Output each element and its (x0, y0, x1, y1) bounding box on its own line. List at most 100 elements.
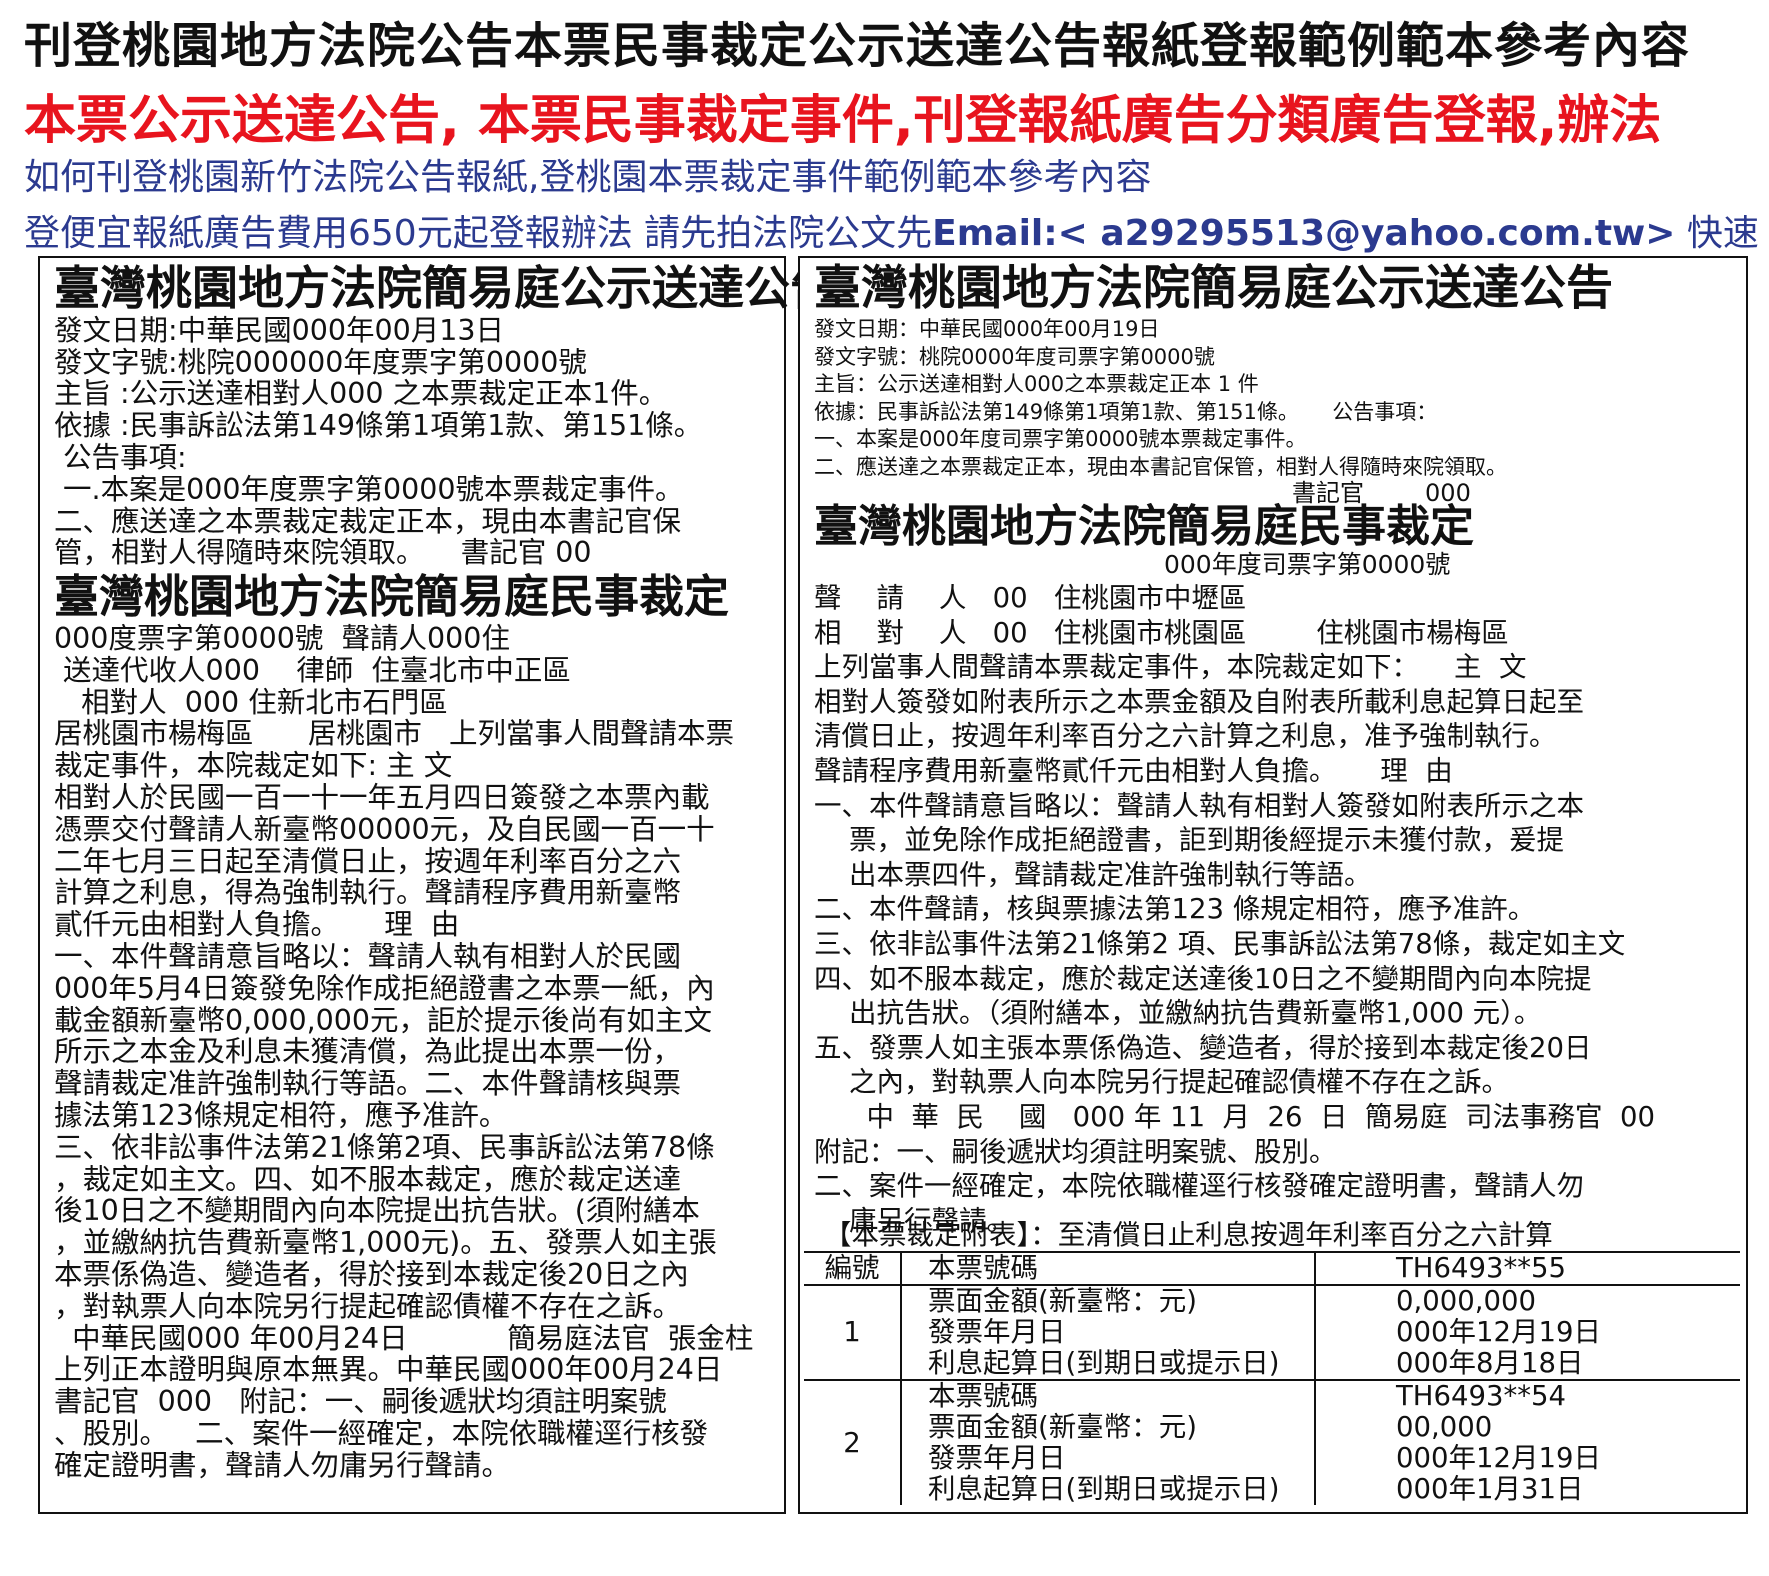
notice-text-line: 主旨 :公示送達相對人000 之本票裁定正本1件。 (54, 377, 668, 411)
ruling-text-line: 中 華 民 國 000 年 11 月 26 日 簡易庭 司法事務官 00 (814, 1100, 1655, 1133)
row-label: 票面金額(新臺幣：元) (901, 1412, 1316, 1443)
col-value-header: TH6493**55 (1315, 1252, 1740, 1286)
notice-text-line: 管，相對人得隨時來院領取。 書記官 00 (54, 536, 592, 570)
row-label: 票面金額(新臺幣：元) (901, 1285, 1316, 1317)
ruling-text-line: 出本票四件，聲請裁定准許強制執行等語。 (814, 858, 1372, 891)
row-value: 000年8月18日 (1315, 1348, 1740, 1381)
ruling-text-line: 三、依非訟事件法第21條第2項、民事訴訟法第78條 (54, 1130, 715, 1164)
ruling-text-line: 三、依非訟事件法第21條第2 項、民事訴訟法第78條，裁定如主文 (814, 927, 1626, 960)
notice-text-line: 發文日期:中華民國000年00月13日 (54, 313, 505, 347)
row-number: 2 (804, 1380, 902, 1505)
ruling-text-line: 二、案件一經確定，本院依職權逕行核發確定證明書，聲請人勿 (814, 1170, 1584, 1203)
ruling-text-line: 出抗告狀。（須附繕本，並繳納抗告費新臺幣1,000 元）。 (814, 997, 1542, 1030)
ruling-text-line: 載金額新臺幣0,000,000元，詎於提示後尚有如主文 (54, 1003, 713, 1037)
notice-text-line: 二、應送達之本票裁定裁定正本，現由本書記官保 (54, 504, 682, 538)
table-row: 利息起算日(到期日或提示日) 000年1月31日 (804, 1474, 1740, 1505)
ruling-text-line: 本票係偽造、變造者，得於接到本裁定後20日之內 (54, 1257, 689, 1291)
row-value: 000年12月19日 (1396, 1442, 1601, 1474)
ruling-text-line: 附記：一、嗣後遞狀均須註明案號、股別。 (814, 1135, 1337, 1168)
ruling-text-line: 000年5月4日簽發免除作成拒絕證書之本票一紙，內 (54, 971, 715, 1005)
notice-text-line: 公告事項: (54, 441, 187, 475)
notice-text-line: 發文字號:桃院000000年度票字第0000號 (54, 345, 587, 379)
email-link[interactable]: Email:< a29295513@yahoo.com.tw> (932, 213, 1676, 254)
table-row: 利息起算日(到期日或提示日)000年8月18日 (804, 1348, 1740, 1381)
ruling-text-line: 四、如不服本裁定，應於裁定送達後10日之不變期間內向本院提 (814, 962, 1592, 995)
notice-text-line: 依據 :民事訴訟法第149條第1項第1款、第151條。 (54, 409, 703, 443)
left-ruling-body: 000度票字第0000號 聲請人000住 送達代收人000 律師 住臺北市中正區… (54, 623, 780, 1482)
ruling-text-line: 書記官 000 附記：一、嗣後遞狀均須註明案號 (54, 1385, 667, 1419)
row-label: 利息起算日(到期日或提示日) (901, 1474, 1316, 1505)
notice-text-line: 發文字號：桃院0000年度司票字第0000號 (814, 344, 1215, 369)
ruling-text-line: ，裁定如主文。四、如不服本裁定，應於裁定送達 (54, 1162, 682, 1196)
header-title: 刊登桃園地方法院公告本票民事裁定公示送達公告報紙登報範例範本參考內容 (24, 18, 1691, 74)
ruling-text-line: 聲請程序費用新臺幣貳仟元由相對人負擔。 理 由 (814, 755, 1453, 788)
attachment-caption: 【本票裁定附表】：至清償日止利息按週年利率百分之六計算 (804, 1220, 1740, 1253)
notice-text-line: 二、應送達之本票裁定正本，現由本書記官保管，相對人得隨時來院領取。 (814, 454, 1507, 479)
ruling-text-line: 聲 請 人 00 住桃園市中壢區 (814, 582, 1247, 615)
row-value: TH6493**54 (1396, 1380, 1566, 1412)
contact-suffix: 快速報價 (1686, 213, 1759, 254)
ruling-text-line: 居桃園市楊梅區 居桃園市 上列當事人間聲請本票 (54, 717, 735, 751)
notice-text-line: 一、本案是000年度司票字第0000號本票裁定事件。 (814, 427, 1307, 452)
row-number: 1 (804, 1285, 902, 1381)
ruling-text-line: 000度票字第0000號 聲請人000住 (54, 622, 510, 656)
ruling-text-line: 聲請裁定准許強制執行等語。二、本件聲請核與票 (54, 1067, 682, 1101)
ruling-text-line: 中華民國000 年00月24日 簡易庭法官 張金柱 (54, 1321, 754, 1355)
ruling-text-line: ，並繳納抗告費新臺幣1,000元)。五、發票人如主張 (54, 1226, 717, 1260)
table-row: 票面金額(新臺幣：元) 00,000 (804, 1412, 1740, 1443)
right-ruling-body: 聲 請 人 00 住桃園市中壢區相 對 人 00 住桃園市桃園區 住桃園市楊梅區… (814, 581, 1742, 1238)
ruling-text-line: 後10日之不變期間內向本院提出抗告狀。(須附繕本 (54, 1194, 700, 1228)
ruling-text-line: 相對人於民國一百一十一年五月四日簽發之本票內載 (54, 781, 710, 814)
right-notice-body: 發文日期：中華民國000年00月19日發文字號：桃院0000年度司票字第0000… (814, 316, 1742, 481)
ruling-text-line: 貳仟元由相對人負擔。 理 由 (54, 908, 460, 942)
row-value: 00,000 (1396, 1411, 1493, 1443)
ruling-text-line: 憑票交付聲請人新臺幣00000元，及自民國一百一十 (54, 812, 715, 846)
header-subtitle: 本票公示送達公告, 本票民事裁定事件,刊登報紙廣告分類廣告登報,辦法 (24, 91, 1662, 151)
right-notice-box: 臺灣桃園地方法院簡易庭公示送達公告 發文日期：中華民國000年00月19日發文字… (798, 256, 1748, 1514)
ruling-text-line: 裁定事件，本院裁定如下: 主 文 (54, 749, 453, 783)
right-notice-title: 臺灣桃園地方法院簡易庭公示送達公告 (814, 261, 1613, 316)
ruling-text-line: 送達代收人000 律師 住臺北市中正區 (54, 653, 571, 687)
ruling-text-line: 確定證明書，聲請人勿庸另行聲請。 (54, 1448, 511, 1482)
col-number-header: 編號 (804, 1252, 902, 1286)
ruling-text-line: 二、本件聲請，核與票據法第123 條規定相符，應予准許。 (814, 893, 1536, 926)
ruling-text-line: 相對人 000 住新北市石門區 (54, 685, 448, 719)
ruling-text-line: 相 對 人 00 住桃園市桃園區 住桃園市楊梅區 (814, 616, 1509, 649)
notice-text-line: 主旨：公示送達相對人000之本票裁定正本 1 件 (814, 372, 1259, 397)
ruling-text-line: 清償日止，按週年利率百分之六計算之利息，准予強制執行。 (814, 720, 1557, 753)
ruling-text-line: 二年七月三日起至清償日止，按週年利率百分之六 (54, 844, 682, 878)
case-number: 000年度司票字第0000號 (1164, 550, 1451, 580)
notice-text-line: 一.本案是000年度票字第0000號本票裁定事件。 (54, 472, 684, 506)
ruling-text-line: 一、本件聲請意旨略以：聲請人執有相對人簽發如附表所示之本 (814, 789, 1584, 822)
notice-text-line: 發文日期：中華民國000年00月19日 (814, 317, 1160, 342)
ruling-text-line: 所示之本金及利息未獲清償，為此提出本票一份， (54, 1035, 682, 1069)
ruling-text-line: 、股別。 二、案件一經確定，本院依職權逕行核發 (54, 1416, 709, 1450)
ruling-text-line: 據法第123條規定相符，應予准許。 (54, 1098, 508, 1132)
col-item-header: 本票號碼 (901, 1252, 1316, 1286)
table-row: 發票年月日 000年12月19日 (804, 1443, 1740, 1474)
ruling-text-line: 五、發票人如主張本票係偽造、變造者，得於接到本裁定後20日 (814, 1031, 1592, 1064)
right-ruling-title: 臺灣桃園地方法院簡易庭民事裁定 (814, 501, 1474, 553)
row-value: 0,000,000 (1396, 1285, 1536, 1317)
left-notice-box: 臺灣桃園地方法院簡易庭公示送達公告 發文日期:中華民國000年00月13日發文字… (38, 256, 836, 1514)
ruling-text-line: 計算之利息，得為強制執行。聲請程序費用新臺幣 (54, 876, 682, 910)
ruling-text-line: 上列當事人間聲請本票裁定事件，本院裁定如下： 主 文 (814, 651, 1527, 684)
left-ruling-title: 臺灣桃園地方法院簡易庭民事裁定 (54, 570, 730, 624)
row-label: 發票年月日 (901, 1443, 1316, 1474)
attachment-caption-row: 【本票裁定附表】：至清償日止利息按週年利率百分之六計算 (804, 1220, 1740, 1253)
header-contact-line: 登便宜報紙廣告費用650元起登報辦法 請先拍法院公文先Email:< a2929… (24, 204, 1759, 256)
contact-prefix: 登便宜報紙廣告費用650元起登報辦法 請先拍法院公文先 (24, 213, 933, 254)
ruling-text-line: 上列正本證明與原本無異。中華民國000年00月24日 (54, 1353, 723, 1387)
ruling-text-line: ，對執票人向本院另行提起確認債權不存在之訴。 (54, 1289, 682, 1323)
row-label: 本票號碼 (901, 1380, 1316, 1412)
ruling-text-line: 之內，對執票人向本院另行提起確認債權不存在之訴。 (814, 1066, 1509, 1099)
clerk-signature: 書記官 000 (1292, 479, 1471, 508)
row-label: 利息起算日(到期日或提示日) (901, 1348, 1316, 1381)
row-value: 000年1月31日 (1396, 1473, 1584, 1505)
ruling-text-line: 票，並免除作成拒絕證書，詎到期後經提示未獲付款，爰提 (814, 824, 1564, 857)
